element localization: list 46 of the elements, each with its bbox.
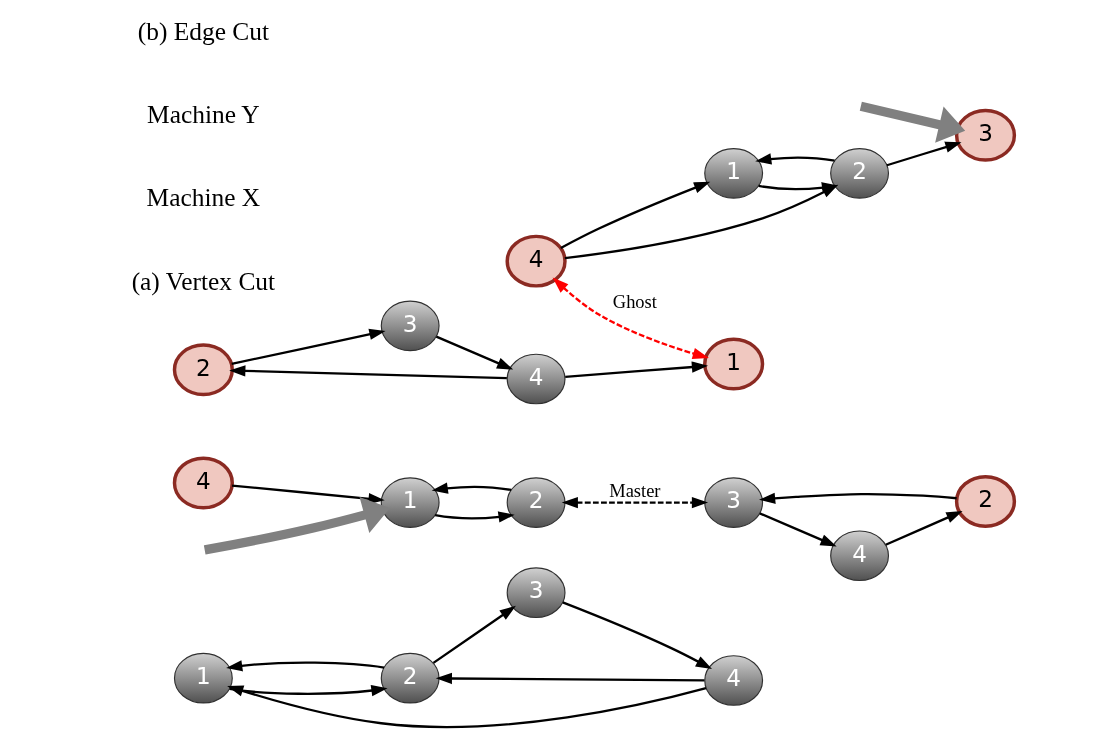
arrow (886, 141, 962, 167)
arrow (229, 365, 507, 380)
node-ellipse: 4 (505, 234, 567, 288)
label: Machine Y (147, 100, 260, 129)
node-ellipse: 3 (506, 567, 566, 619)
label: (b) Edge Cut (137, 17, 269, 46)
arrow (232, 484, 385, 505)
edge-label: Master (609, 480, 661, 501)
arrow (434, 511, 515, 523)
arrow (759, 492, 957, 504)
label: (a) Vertex Cut (131, 266, 276, 295)
arrow (565, 361, 709, 378)
node-ellipse: 2 (172, 343, 234, 397)
node-ellipse: 4 (830, 530, 890, 582)
node-ellipse: 1 (380, 477, 440, 528)
arrow (231, 328, 386, 366)
arrow (755, 153, 835, 165)
arrow (859, 101, 966, 143)
arrow (562, 601, 712, 669)
arrow (435, 335, 514, 370)
arrow (226, 660, 385, 672)
edge-label: Ghost (612, 292, 657, 313)
node-ellipse: 4 (704, 655, 764, 706)
node-ellipse: 2 (380, 652, 440, 704)
arrow (435, 672, 705, 685)
node-ellipse: 2 (830, 148, 890, 199)
arrow (432, 605, 516, 664)
node-ellipse: 4 (172, 456, 234, 510)
node-ellipse: 1 (173, 652, 233, 704)
node-ellipse: 1 (703, 337, 765, 391)
node-ellipse: 3 (380, 300, 440, 352)
arrow (759, 512, 837, 547)
node-ellipse: 3 (704, 477, 764, 528)
arrow (431, 482, 512, 494)
arrow (561, 496, 709, 509)
arrow (229, 685, 388, 697)
arrow (885, 511, 963, 546)
arrow (227, 685, 707, 729)
node-ellipse: 2 (506, 477, 566, 528)
node-ellipse: 1 (704, 148, 764, 199)
node-ellipse: 4 (506, 353, 566, 405)
label: Machine X (146, 183, 261, 212)
node-ellipse: 3 (954, 108, 1017, 162)
node-ellipse: 2 (954, 474, 1017, 528)
arrow (552, 277, 709, 359)
arrow (560, 181, 711, 250)
